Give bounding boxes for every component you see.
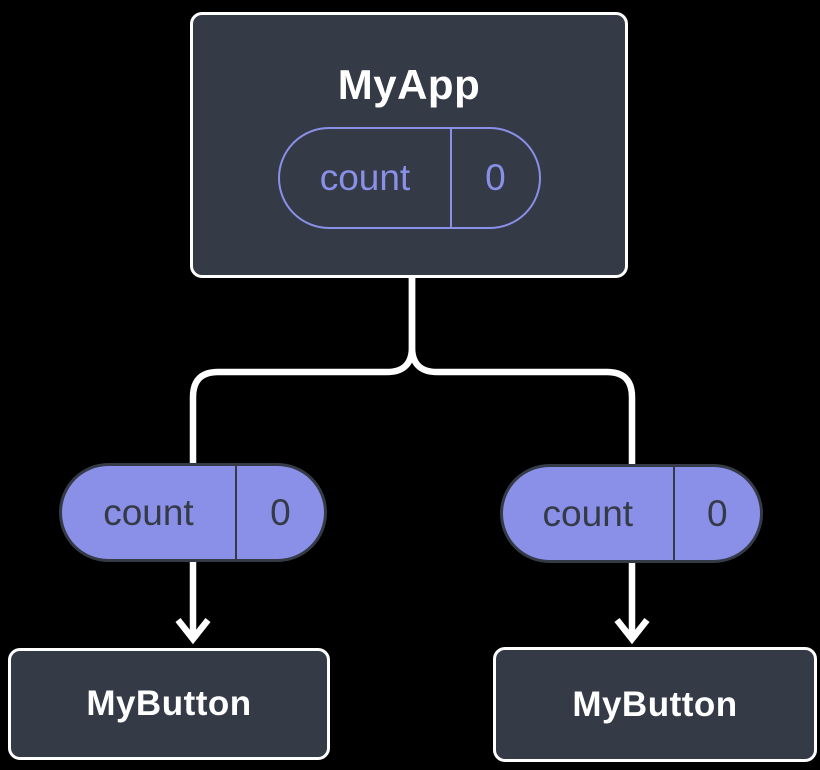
component-box-mybutton: MyButton: [8, 648, 330, 760]
prop-value: 0: [234, 466, 324, 559]
component-box-mybutton: MyButton: [493, 647, 817, 762]
prop-name: count: [542, 492, 634, 534]
component-box-myapp: MyApp count 0: [190, 12, 628, 278]
component-title: MyButton: [86, 684, 252, 723]
arrow-down-icon: [614, 558, 650, 645]
component-title: MyButton: [572, 684, 738, 724]
state-value: 0: [450, 129, 538, 227]
state-pill: count 0: [277, 127, 541, 229]
fork-line-left: [189, 278, 416, 468]
fork-line-right: [408, 278, 636, 468]
component-title: MyApp: [337, 61, 481, 108]
prop-pill: count 0: [500, 464, 763, 563]
arrow-down-icon: [175, 558, 211, 645]
state-name: count: [319, 157, 411, 198]
prop-name: count: [103, 491, 194, 533]
prop-pill: count 0: [59, 463, 327, 562]
prop-value: 0: [672, 467, 760, 560]
